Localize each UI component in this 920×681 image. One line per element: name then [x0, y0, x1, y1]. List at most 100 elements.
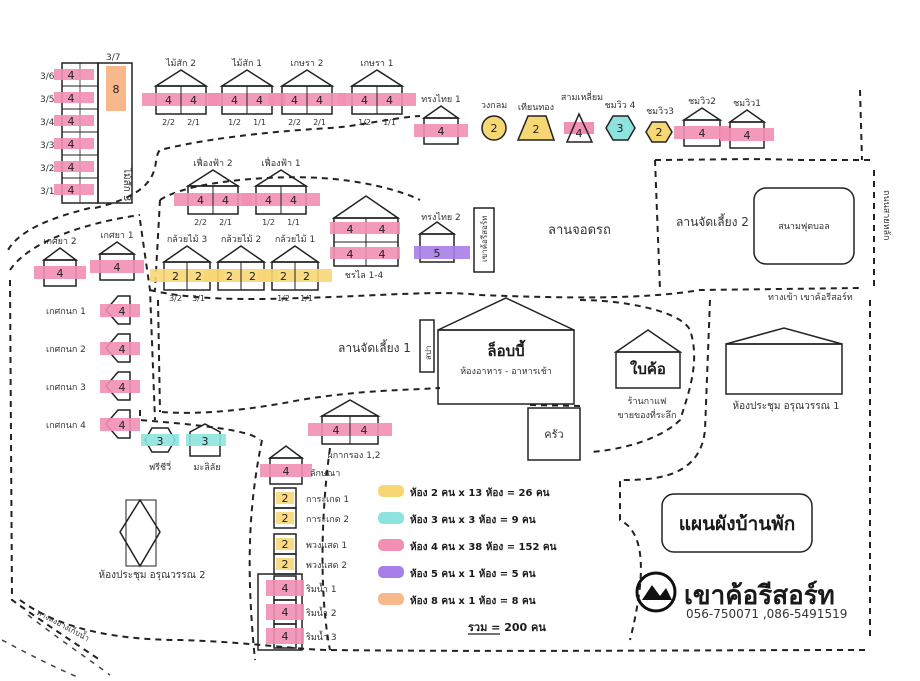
- maisak3-room-highlight: [54, 92, 94, 103]
- rimnam-2-capacity: 4: [282, 606, 289, 619]
- maisak2-left-capacity: 4: [165, 94, 172, 107]
- thianthong-label: เทียนทอง: [518, 102, 554, 113]
- chomwiw4-label: ชมวิว 4: [605, 100, 636, 111]
- maisak3-top-capacity: 8: [113, 83, 120, 96]
- legend-swatch: [378, 566, 404, 578]
- fueangfa2-label: เฟื่องฟ้า 2: [193, 156, 232, 169]
- road-lines: [1, 614, 111, 679]
- building-maisak3[interactable]: 8 3/7 ไม้สัก 3 43/643/543/443/343/243/1: [40, 53, 133, 204]
- chonkai-room-4: 4: [379, 248, 386, 261]
- kluaimai3-label: กล้วยไม้ 3: [167, 234, 207, 245]
- office-box: เขาค้อรีสอร์ท: [473, 207, 495, 273]
- kesara1-room-code: 1/1: [383, 118, 396, 127]
- building-malilat[interactable]: 3 มะลิลัย: [186, 423, 226, 473]
- chomwiw3-capacity: 2: [656, 126, 663, 139]
- meeting-room-2-label: ห้องประชุม อรุณวรรณ 2: [99, 569, 206, 581]
- kesara2-left-capacity: 4: [291, 94, 298, 107]
- party-area-2-label: ลานจัดเลี้ยง 2: [676, 213, 749, 229]
- kitchen-building[interactable]: ครัว: [527, 407, 581, 461]
- legend-item: ห้อง 2 คน x 13 ห้อง = 26 คน: [378, 485, 550, 499]
- spa-box: สปา: [419, 319, 435, 373]
- kluaimai3-right-capacity: 2: [195, 270, 202, 283]
- kesara2-room-code: 2/1: [313, 118, 326, 127]
- maisak3-room-code: 3/6: [40, 72, 55, 82]
- kesara1-label: เกษรา 1: [361, 59, 394, 69]
- malilat-label: มะลิลัย: [193, 462, 220, 473]
- building-chonkai[interactable]: 4 4 4 4 ชรไล 1-4: [330, 195, 401, 281]
- rimnam-3-capacity: 4: [282, 630, 289, 643]
- legend-item: ห้อง 4 คน x 38 ห้อง = 152 คน: [378, 539, 557, 553]
- building-samliam[interactable]: 4 สามเหลี่ยม: [561, 90, 603, 143]
- malilat-capacity: 3: [202, 435, 209, 448]
- building-thianthong[interactable]: 2 เทียนทอง: [516, 102, 556, 141]
- meeting-room-2[interactable]: ห้องประชุม อรุณวรรณ 2: [99, 498, 206, 581]
- maisak3-room-capacity: 4: [68, 184, 75, 197]
- kluaimai2-left-capacity: 2: [226, 270, 233, 283]
- maisak3-room-capacity: 4: [68, 92, 75, 105]
- parking-label: ลานจอดรถ: [548, 223, 611, 238]
- baiko-building[interactable]: ใบค้อ ร้านกาแฟ ขายของที่ระลึก: [613, 329, 683, 421]
- football-label: สนามฟุตบอล: [778, 222, 829, 232]
- legend-total: รวม = 200 คน: [468, 621, 546, 635]
- football-field[interactable]: สนามฟุตบอล: [753, 187, 855, 265]
- building-chomwiw3[interactable]: 2 ชมวิว3: [645, 106, 674, 143]
- kesaya1-capacity: 4: [114, 261, 121, 274]
- chonkai-room-2: 4: [379, 223, 386, 236]
- kesara1-room-code: 1/2: [358, 118, 371, 127]
- lobby-building[interactable]: ล็อบบี้ ห้องอาหาร - อาหารเช้า: [437, 297, 575, 405]
- karaket-1-label: การะเกด 1: [306, 495, 349, 505]
- puangsaet-2-label: พวงแสด 2: [306, 561, 347, 571]
- chonkai-room-1: 4: [347, 223, 354, 236]
- map-title: แผนผังบ้านพัก: [679, 513, 796, 535]
- cafe-label: ร้านกาแฟ: [628, 396, 667, 407]
- meeting-room-1[interactable]: ห้องประชุม อรุณวรรณ 1: [725, 327, 843, 412]
- maisak3-room-capacity: 4: [68, 115, 75, 128]
- chomwiw1-capacity: 4: [744, 129, 751, 142]
- kesakhan-2-capacity: 4: [119, 343, 126, 356]
- legend-text: ห้อง 5 คน x 1 ห้อง = 5 คน: [410, 568, 536, 580]
- fueangfa2-room-code: 2/2: [194, 218, 207, 227]
- maisak3-room-code: 3/3: [40, 141, 54, 151]
- chomwiw2-label: ชมวิว2: [688, 96, 716, 107]
- phakarong-left-capacity: 4: [333, 424, 340, 437]
- entrance-label: ทางเข้า เขาค้อรีสอร์ท: [768, 291, 853, 303]
- road-label: ถนนสายหลัก: [881, 190, 891, 240]
- maisak3-room-capacity: 4: [68, 69, 75, 82]
- building-songthai2[interactable]: 5 ทรงไทย 2: [414, 212, 470, 263]
- meeting-room-1-label: ห้องประชุม อรุณวรรณ 1: [733, 400, 840, 412]
- kesakhan-3-label: เกศกนก 3: [46, 383, 86, 393]
- kesara2-room-code: 2/2: [288, 118, 301, 127]
- legend-text: ห้อง 4 คน x 38 ห้อง = 152 คน: [410, 541, 557, 553]
- maisak1-label: ไม้สัก 1: [231, 58, 262, 69]
- building-frichiwi[interactable]: 3 ฟรีชีวี่: [141, 427, 179, 473]
- kesara1-right-capacity: 4: [386, 94, 393, 107]
- building-chomwiw4[interactable]: 3 ชมวิว 4: [605, 100, 636, 141]
- kesakhan-4-label: เกศกนก 4: [46, 421, 86, 431]
- building-wongklom[interactable]: 2 วงกลม: [481, 101, 507, 141]
- legend-text: ห้อง 3 คน x 3 ห้อง = 9 คน: [410, 514, 536, 526]
- legend-swatch: [378, 593, 404, 605]
- kluaimai2-label: กล้วยไม้ 2: [221, 234, 261, 245]
